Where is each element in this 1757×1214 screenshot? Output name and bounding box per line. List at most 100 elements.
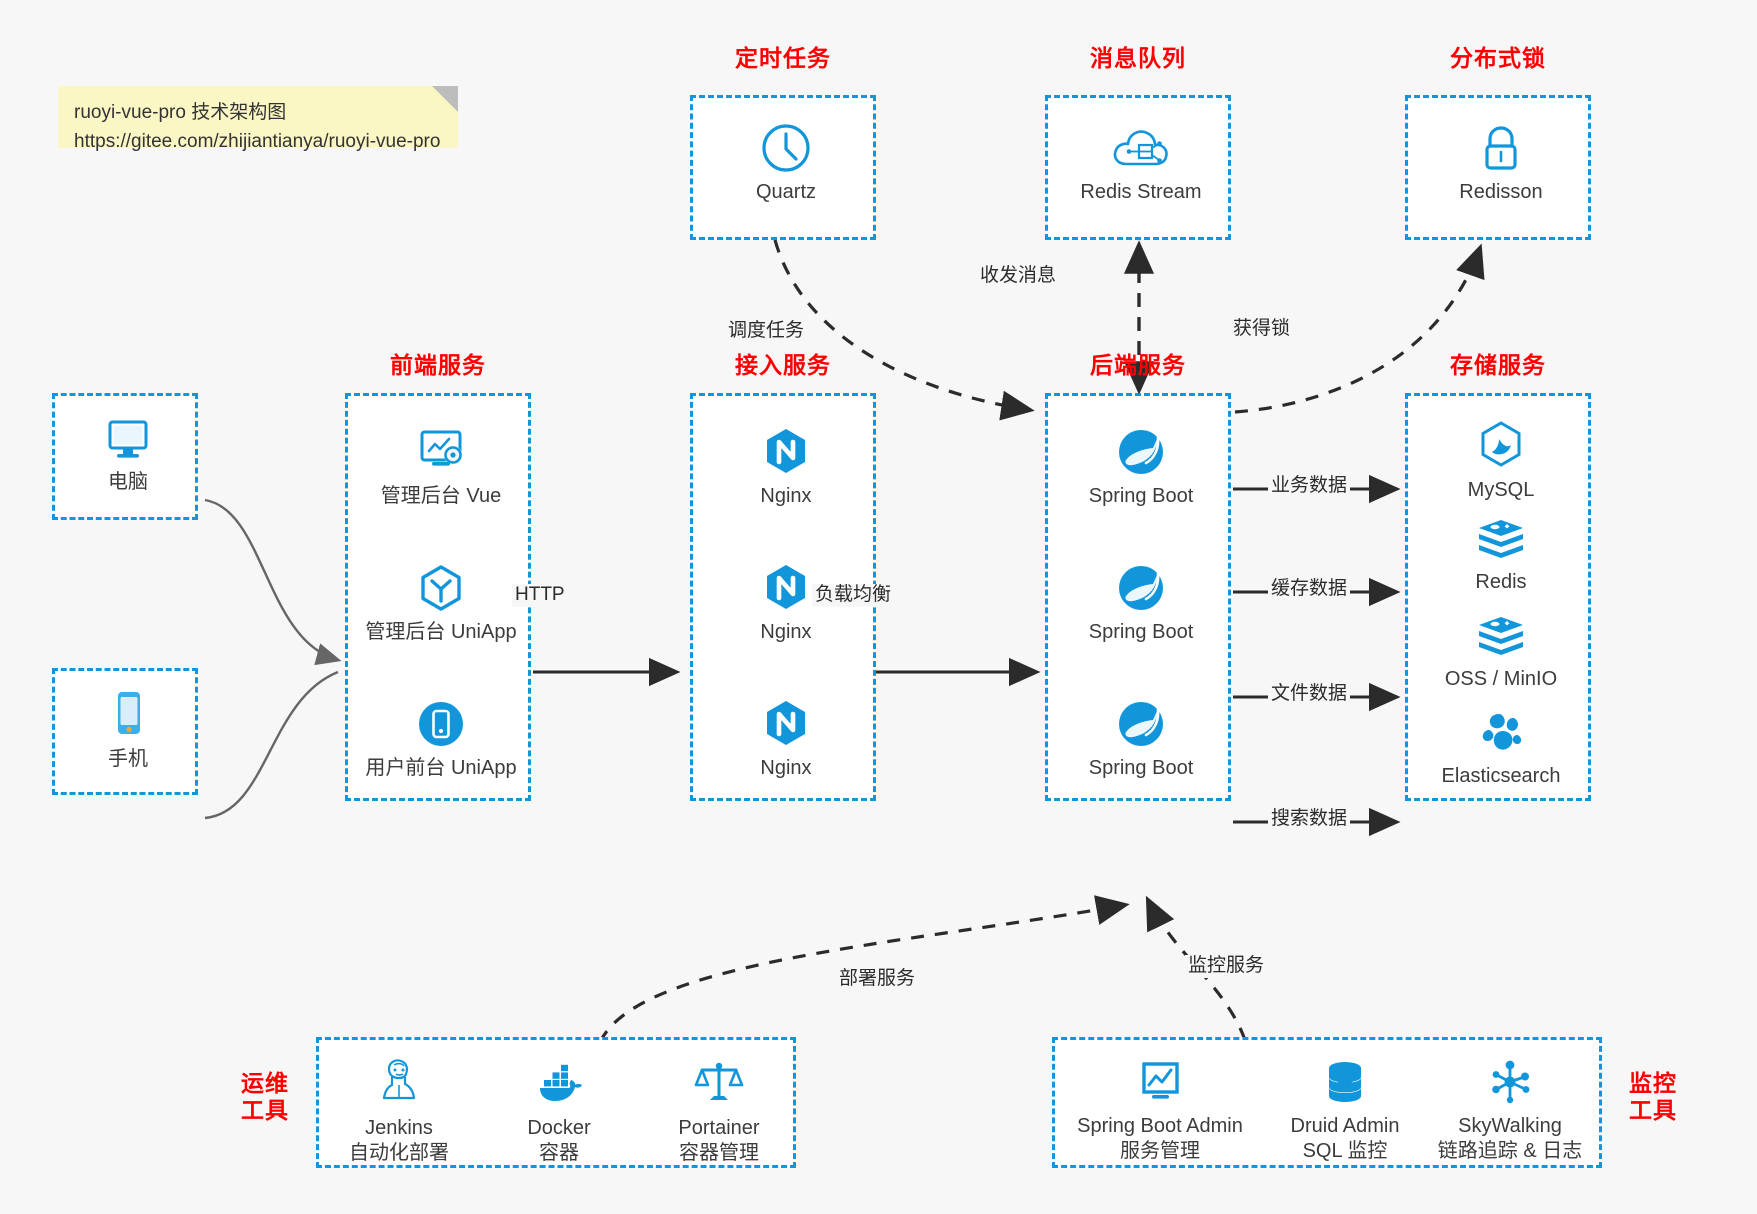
scales-icon	[694, 1062, 744, 1100]
node-spring-boot-2[interactable]: Spring Boot	[1048, 560, 1234, 645]
caption-message-queue: 消息队列	[1090, 45, 1186, 71]
edge-label-monitor-service: 监控服务	[1185, 955, 1268, 978]
caption-devops-tools: 运维 工具	[232, 1070, 298, 1124]
node-label: 用户前台 UniApp	[365, 757, 517, 779]
node-label: Spring Boot	[1088, 621, 1194, 643]
edge-label-get-lock: 获得锁	[1230, 318, 1294, 341]
node-spring-boot-admin[interactable]: Spring Boot Admin 服务管理	[1060, 1056, 1260, 1164]
node-skywalking[interactable]: SkyWalking 链路追踪 & 日志	[1425, 1056, 1595, 1164]
clock-icon	[762, 124, 810, 172]
cloud-stream-icon	[1113, 130, 1168, 166]
node-label: Nginx	[760, 757, 812, 779]
caption-line-2: 工具	[241, 1097, 289, 1124]
caption-distributed-lock: 分布式锁	[1450, 45, 1546, 71]
node-label: Quartz	[755, 181, 817, 203]
node-label: 管理后台 UniApp	[365, 621, 517, 643]
phone-icon	[118, 692, 140, 734]
redis-icon	[1479, 520, 1523, 558]
node-label: Elasticsearch	[1441, 765, 1561, 787]
group-monitor-tools: Spring Boot Admin 服务管理 Druid Admin SQL 监…	[1052, 1037, 1602, 1168]
group-scheduler: Quartz	[690, 95, 876, 240]
node-label: Spring Boot Admin	[1077, 1115, 1243, 1137]
database-icon	[1329, 1062, 1361, 1102]
group-frontend: 管理后台 Vue 管理后台 UniApp 用户前台 UniApp	[345, 393, 531, 801]
note-line-2: https://gitee.com/zhijiantianya/ruoyi-vu…	[74, 131, 441, 153]
node-label: 管理后台 Vue	[380, 485, 502, 507]
note-line-1: ruoyi-vue-pro 技术架构图	[74, 102, 287, 123]
node-nginx-2[interactable]: Nginx	[693, 560, 879, 645]
group-backend: Spring Boot Spring Boot Spring Boot	[1045, 393, 1231, 801]
node-mobile[interactable]: 手机	[55, 687, 201, 772]
node-admin-uniapp[interactable]: 管理后台 UniApp	[336, 560, 546, 645]
node-jenkins[interactable]: Jenkins 自动化部署	[329, 1056, 469, 1166]
sticky-note: ruoyi-vue-pro 技术架构图 https://gitee.com/zh…	[58, 86, 458, 152]
edge-label-load-balance: 负载均衡	[812, 584, 895, 607]
node-oss-minio[interactable]: OSS / MinIO	[1396, 611, 1606, 692]
node-label: Redis	[1475, 571, 1527, 593]
node-label: OSS / MinIO	[1444, 668, 1558, 690]
node-label: Jenkins	[365, 1117, 433, 1139]
node-sublabel: 自动化部署	[349, 1142, 449, 1164]
node-spring-boot-1[interactable]: Spring Boot	[1048, 424, 1234, 509]
uniapp-cube-icon	[421, 565, 461, 611]
node-label: MySQL	[1467, 479, 1535, 501]
node-sublabel: SQL 监控	[1302, 1140, 1388, 1162]
node-label: Redis Stream	[1080, 181, 1202, 203]
caption-line-2: 工具	[1629, 1097, 1677, 1124]
node-portainer[interactable]: Portainer 容器管理	[649, 1056, 789, 1166]
note-fold-corner	[432, 86, 458, 112]
node-label: 电脑	[108, 471, 148, 493]
elasticsearch-icon	[1482, 714, 1522, 750]
edge-label-http: HTTP	[512, 584, 568, 607]
node-label: Spring Boot	[1088, 485, 1194, 507]
node-user-uniapp[interactable]: 用户前台 UniApp	[336, 696, 546, 781]
node-pc[interactable]: 电脑	[55, 414, 201, 495]
node-admin-vue[interactable]: 管理后台 Vue	[336, 424, 546, 509]
node-label: Redisson	[1459, 181, 1543, 203]
caption-storage: 存储服务	[1450, 352, 1546, 378]
lock-icon	[1485, 126, 1517, 170]
group-storage: MySQL Redis OSS / MinIO	[1405, 393, 1591, 801]
edge-label-search-data: 搜索数据	[1268, 808, 1351, 831]
edge-label-cache-data: 缓存数据	[1268, 578, 1351, 601]
nginx-icon	[767, 701, 805, 745]
node-quartz[interactable]: Quartz	[693, 120, 879, 205]
node-sublabel: 容器管理	[679, 1142, 759, 1164]
node-label: Druid Admin	[1290, 1115, 1400, 1137]
node-nginx-1[interactable]: Nginx	[693, 424, 879, 509]
node-elasticsearch[interactable]: Elasticsearch	[1396, 708, 1606, 789]
group-pc: 电脑	[52, 393, 198, 520]
spring-boot-icon	[1119, 430, 1163, 474]
node-label: Spring Boot	[1088, 757, 1194, 779]
edge-label-schedule-task: 调度任务	[725, 320, 808, 343]
jenkins-icon	[382, 1059, 416, 1100]
edge-mobile-to-frontend	[204, 670, 339, 820]
edge-label-file-data: 文件数据	[1268, 683, 1351, 706]
nginx-icon	[767, 565, 805, 609]
node-label: Portainer	[678, 1117, 760, 1139]
spring-boot-icon	[1119, 702, 1163, 746]
caption-line-1: 运维	[241, 1070, 289, 1096]
node-label: Nginx	[760, 621, 812, 643]
node-mysql[interactable]: MySQL	[1396, 418, 1606, 503]
node-nginx-3[interactable]: Nginx	[693, 696, 879, 781]
edge-pc-to-frontend	[204, 498, 342, 666]
docker-icon	[540, 1064, 582, 1101]
group-mobile: 手机	[52, 668, 198, 795]
node-sublabel: 链路追踪 & 日志	[1437, 1140, 1583, 1162]
caption-gateway: 接入服务	[735, 352, 831, 378]
node-spring-boot-3[interactable]: Spring Boot	[1048, 696, 1234, 781]
node-redisson[interactable]: Redisson	[1408, 120, 1594, 205]
tracing-network-icon	[1492, 1060, 1530, 1104]
edge-label-business-data: 业务数据	[1268, 475, 1351, 498]
node-redis-stream[interactable]: Redis Stream	[1048, 120, 1234, 205]
node-druid-admin[interactable]: Druid Admin SQL 监控	[1270, 1056, 1420, 1164]
node-redis[interactable]: Redis	[1396, 514, 1606, 595]
caption-scheduler: 定时任务	[735, 45, 831, 71]
node-docker[interactable]: Docker 容器	[489, 1056, 629, 1166]
group-distributed-lock: Redisson	[1405, 95, 1591, 240]
caption-frontend: 前端服务	[390, 352, 486, 378]
object-storage-icon	[1479, 617, 1523, 655]
spring-boot-icon	[1119, 566, 1163, 610]
